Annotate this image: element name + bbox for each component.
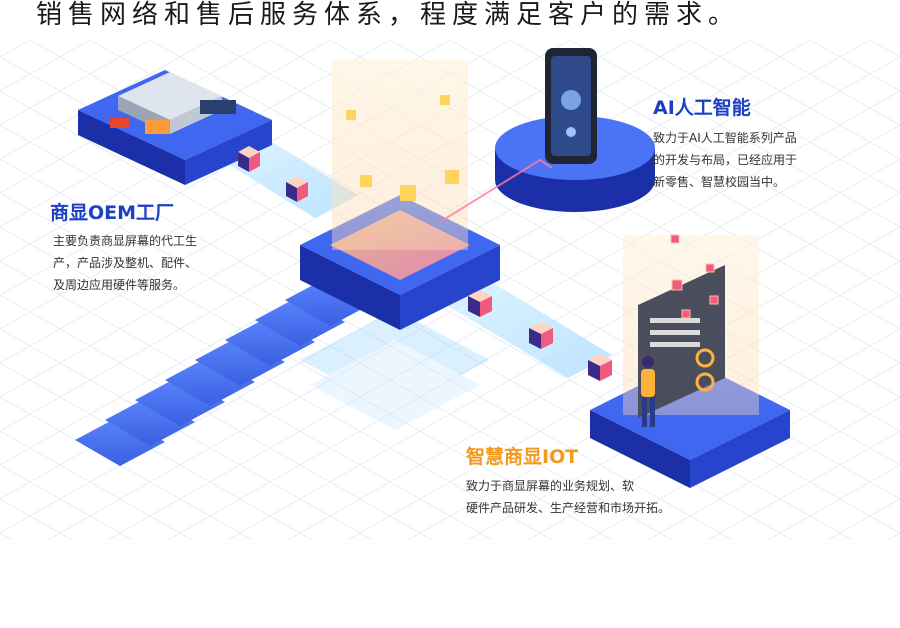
oem-description-line: 产，产品涉及整机、配件、 xyxy=(53,256,198,270)
factory-platform xyxy=(78,70,272,185)
center-platform xyxy=(300,60,500,330)
ai-link-line xyxy=(439,158,553,223)
oem-title: 商显OEM工厂 xyxy=(50,202,175,224)
ai-platform xyxy=(495,48,655,212)
center-reflection xyxy=(300,310,490,430)
iot-description-line: 致力于商显屏幕的业务规划、软 xyxy=(466,479,635,493)
ai-description-line: 致力于AI人工智能系列产品 xyxy=(653,131,797,145)
oem-description-line: 及周边应用硬件等服务。 xyxy=(53,278,186,292)
analytics-screen-icon xyxy=(638,265,725,418)
smartphone-icon xyxy=(545,48,597,164)
data-cube-icon xyxy=(238,146,612,381)
ai-description: 致力于AI人工智能系列产品 的开发与布局，已经应用于 新零售、智慧校园当中。 xyxy=(653,127,797,193)
iot-description: 致力于商显屏幕的业务规划、软 硬件产品研发、生产经营和市场开拓。 xyxy=(466,475,670,519)
headline-text: 销售网络和售后服务体系，程度满足客户的需求。 xyxy=(36,0,741,30)
iot-platform xyxy=(590,234,790,488)
ai-description-line: 的开发与布局，已经应用于 xyxy=(653,153,798,167)
isometric-stairs xyxy=(75,276,375,466)
factory-icon xyxy=(110,72,236,134)
iot-title: 智慧商显IOT xyxy=(466,446,579,468)
iot-description-line: 硬件产品研发、生产经营和市场开拓。 xyxy=(466,501,671,515)
person-figure-icon xyxy=(641,356,655,427)
network-nodes xyxy=(670,234,719,319)
ai-description-line: 新零售、智慧校园当中。 xyxy=(653,175,786,189)
ai-title: AI人工智能 xyxy=(653,97,751,119)
oem-description: 主要负责商显屏幕的代工生 产，产品涉及整机、配件、 及周边应用硬件等服务。 xyxy=(53,230,197,296)
oem-description-line: 主要负责商显屏幕的代工生 xyxy=(53,234,198,248)
